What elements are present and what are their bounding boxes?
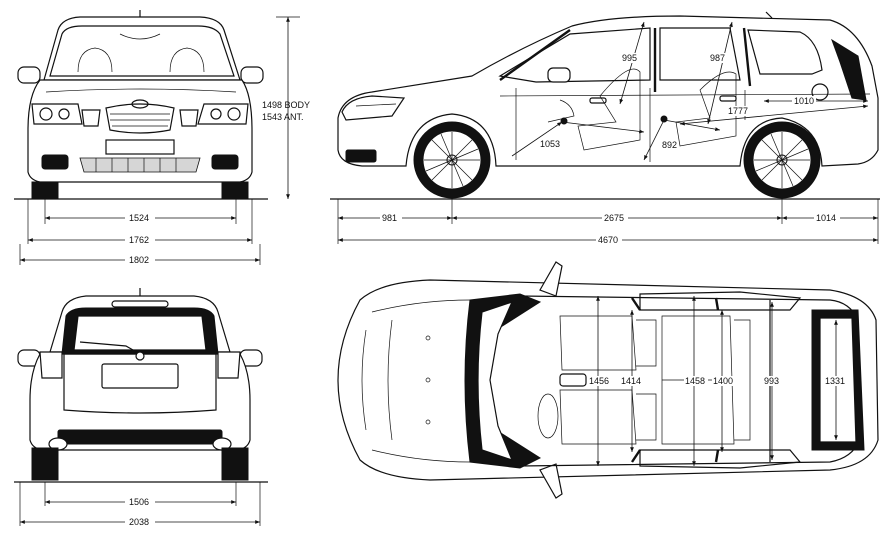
rear-overhang-label: 1014 bbox=[816, 213, 836, 223]
rear-view bbox=[14, 288, 268, 483]
front-track-label: 1524 bbox=[129, 213, 149, 223]
cargo-length-label: 1010 bbox=[794, 96, 814, 106]
top-view: 1456 1414 1458 1400 993 1331 bbox=[337, 261, 879, 499]
height-antenna-label: 1543 ANT. bbox=[262, 112, 304, 122]
cargo-width-max-label: 1331 bbox=[825, 376, 845, 386]
height-body-label: 1498 BODY bbox=[262, 100, 310, 110]
cargo-length-folded-label: 1777 bbox=[728, 106, 748, 116]
wheelbase-label: 2675 bbox=[604, 213, 624, 223]
front-wheel bbox=[413, 121, 491, 199]
rear-wheel bbox=[743, 121, 821, 199]
body-width-label: 1762 bbox=[129, 235, 149, 245]
mirror-width-label: 1802 bbox=[129, 255, 149, 265]
rear-hip-label: 1400 bbox=[713, 376, 733, 386]
overall-length-label: 4670 bbox=[598, 235, 618, 245]
cargo-width-arches-label: 993 bbox=[764, 376, 779, 386]
front-hip-label: 1414 bbox=[621, 376, 641, 386]
front-dimensions: 1498 BODY 1543 ANT. 1524 1762 1802 bbox=[19, 16, 310, 265]
side-dimensions: 981 2675 1014 4670 bbox=[337, 199, 879, 245]
front-view bbox=[14, 10, 268, 200]
rear-dimensions: 1506 2038 bbox=[19, 482, 261, 527]
front-shoulder-label: 1456 bbox=[589, 376, 609, 386]
rear-legroom-label: 892 bbox=[662, 140, 677, 150]
front-legroom-label: 1053 bbox=[540, 139, 560, 149]
front-overhang-label: 981 bbox=[382, 213, 397, 223]
rear-headroom-label: 987 bbox=[710, 53, 725, 63]
rear-track-label: 1506 bbox=[129, 497, 149, 507]
overall-width-label: 2038 bbox=[129, 517, 149, 527]
front-headroom-label: 995 bbox=[622, 53, 637, 63]
rear-shoulder-label: 1458 bbox=[685, 376, 705, 386]
side-view: 995 987 1010 1777 1053 892 bbox=[330, 11, 880, 200]
